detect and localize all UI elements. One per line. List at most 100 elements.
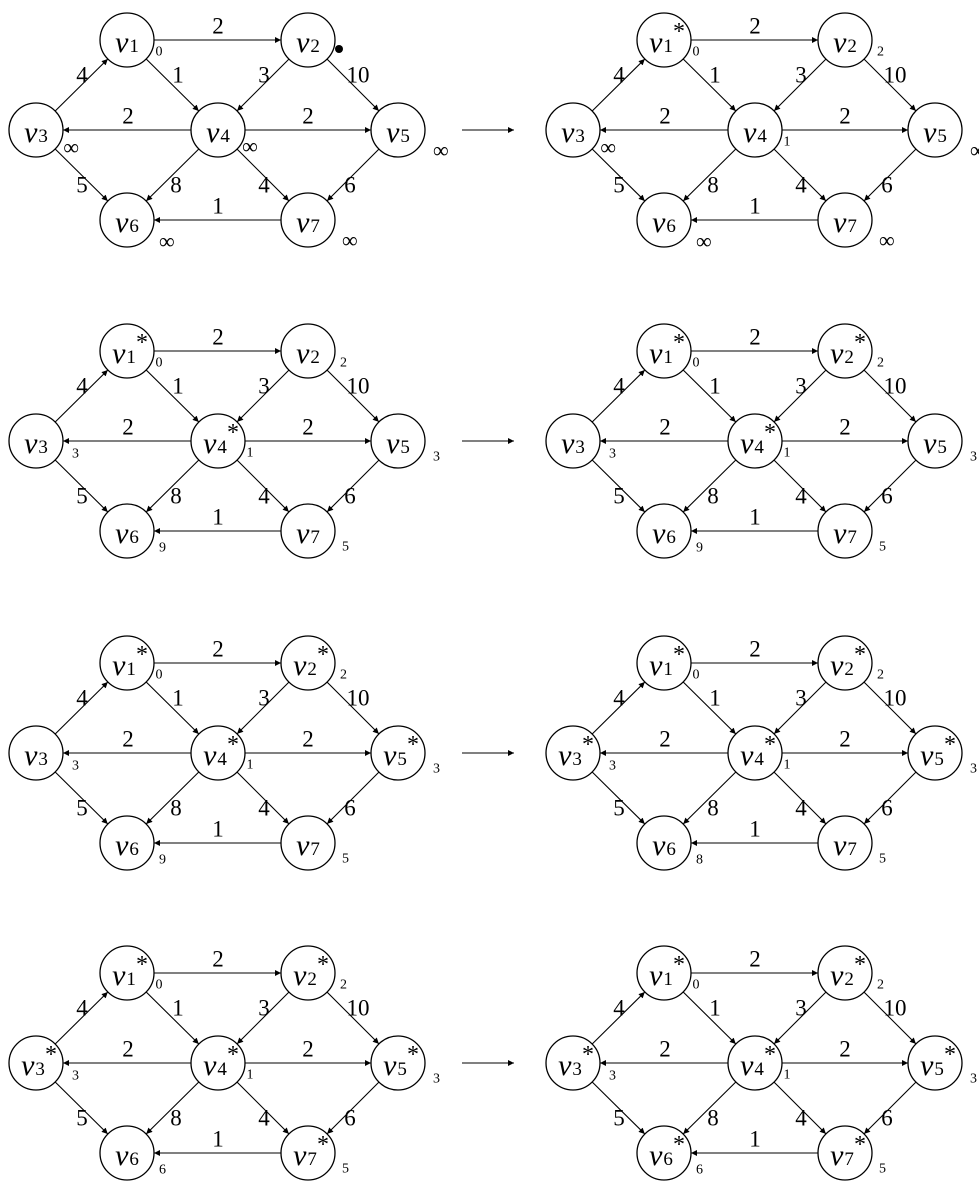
visited-star-marker: * xyxy=(317,1132,329,1158)
node-circle xyxy=(8,1035,64,1091)
edge-weight-v4-v7: 4 xyxy=(258,173,270,198)
distance-label-v2: 2 xyxy=(877,978,884,993)
edge-v1-v4 xyxy=(145,991,200,1045)
edge-weight-v4-v7: 4 xyxy=(795,1106,807,1131)
edge-v1-v4 xyxy=(145,369,200,423)
node-v2: v2 xyxy=(280,12,336,68)
node-circle xyxy=(817,503,873,559)
edge-weight-v4-v6: 8 xyxy=(707,484,719,509)
edge-v4-v6 xyxy=(682,1081,737,1135)
visited-star-marker: * xyxy=(854,642,866,668)
node-v5: v5*3 xyxy=(907,1035,977,1091)
edge-weight-v2-v5: 10 xyxy=(884,374,907,399)
node-label: v3 xyxy=(21,1049,45,1082)
node-v1: v1*0 xyxy=(636,323,700,379)
node-circle xyxy=(99,323,155,379)
edge-weight-v3-v6: 5 xyxy=(613,1106,625,1131)
node-v4: v4*1 xyxy=(190,1035,254,1091)
distance-label-v4: 1 xyxy=(247,1068,254,1083)
node-v5: v5*3 xyxy=(370,725,440,781)
edge-weight-v4-v7: 4 xyxy=(795,173,807,198)
distance-label-v4: 1 xyxy=(247,446,254,461)
distance-label-v5: 3 xyxy=(433,450,440,465)
edge-weight-v2-v4: 3 xyxy=(795,996,807,1021)
node-circle xyxy=(817,323,873,379)
edge-v2-v5 xyxy=(863,991,917,1045)
edge-v5-v7 xyxy=(326,1081,380,1135)
edge-weight-v4-v5: 2 xyxy=(302,104,314,129)
node-v6: v69 xyxy=(99,503,166,559)
edge-v3-v6 xyxy=(54,771,109,825)
edge-weight-v2-v4: 3 xyxy=(258,686,270,711)
edge-weight-v4-v3: 2 xyxy=(659,415,671,440)
edge-v3-v6 xyxy=(591,1081,646,1135)
distance-label-v3: 3 xyxy=(72,1069,79,1084)
node-label: v4 xyxy=(740,1049,764,1082)
edge-weight-v5-v7: 6 xyxy=(344,1106,356,1131)
edge-weight-v7-v6: 1 xyxy=(749,194,761,219)
edge-v2-v4 xyxy=(773,681,827,735)
node-v3: v3∞ xyxy=(545,102,616,160)
node-label: v5 xyxy=(383,739,407,772)
node-v4: v4*1 xyxy=(727,413,791,469)
node-circle xyxy=(727,413,783,469)
edge-weight-v4-v5: 2 xyxy=(302,727,314,752)
edge-v2-v4 xyxy=(773,991,827,1045)
node-circle xyxy=(727,1035,783,1091)
node-circle xyxy=(907,102,963,158)
edge-weight-v1-v2: 2 xyxy=(212,947,224,972)
node-label: v6 xyxy=(115,517,139,550)
visited-star-marker: * xyxy=(317,642,329,668)
edge-v5-v7 xyxy=(863,148,917,202)
visited-star-marker: * xyxy=(407,1042,419,1068)
edge-weight-v5-v7: 6 xyxy=(344,484,356,509)
node-v6: v6∞ xyxy=(99,192,175,254)
node-circle xyxy=(636,1125,692,1181)
edge-weight-v4-v6: 8 xyxy=(170,484,182,509)
distance-label-v6: 6 xyxy=(159,1163,166,1178)
edge-weight-v7-v6: 1 xyxy=(212,1127,224,1152)
distance-label-v6: 9 xyxy=(159,853,166,868)
node-label: v6 xyxy=(115,829,139,862)
node-label: v7 xyxy=(833,829,857,862)
edge-weight-v7-v6: 1 xyxy=(212,505,224,530)
edge-v5-v7 xyxy=(326,459,380,513)
current-node-dot xyxy=(335,45,343,53)
node-v6: v69 xyxy=(636,503,703,559)
edge-weight-v4-v5: 2 xyxy=(839,415,851,440)
visited-star-marker: * xyxy=(582,732,594,758)
node-v1: v1*0 xyxy=(99,945,163,1001)
node-label: v5 xyxy=(386,427,410,460)
edge-v4-v7 xyxy=(773,459,827,513)
edge-weight-v3-v6: 5 xyxy=(613,796,625,821)
edge-weight-v5-v7: 6 xyxy=(881,484,893,509)
edge-v2-v5 xyxy=(326,991,380,1045)
node-label: v6 xyxy=(652,829,676,862)
visited-star-marker: * xyxy=(136,642,148,668)
node-label: v2 xyxy=(293,649,317,682)
edge-weight-v3-v6: 5 xyxy=(76,173,88,198)
edge-v3-v1 xyxy=(591,991,646,1045)
edge-v4-v7 xyxy=(236,459,290,513)
node-label: v7 xyxy=(293,1139,317,1172)
edge-weight-v1-v4: 1 xyxy=(172,374,184,399)
edge-weight-v3-v6: 5 xyxy=(76,1106,88,1131)
node-v1: v1*0 xyxy=(99,323,163,379)
edge-weight-v4-v6: 8 xyxy=(170,173,182,198)
edge-v2-v4 xyxy=(236,369,290,423)
distance-label-v2: 2 xyxy=(340,978,347,993)
edge-weight-v4-v3: 2 xyxy=(659,104,671,129)
visited-star-marker: * xyxy=(854,330,866,356)
node-label: v7 xyxy=(833,206,857,239)
node-circle xyxy=(190,725,246,781)
edge-weight-v1-v2: 2 xyxy=(749,325,761,350)
edge-v4-v6 xyxy=(145,771,200,825)
edge-weight-v3-v1: 4 xyxy=(613,686,625,711)
node-v3: v3*3 xyxy=(545,725,616,781)
edge-v1-v4 xyxy=(145,681,200,735)
node-v1: v1*0 xyxy=(636,945,700,1001)
distance-label-v1: 0 xyxy=(156,978,163,993)
edge-v4-v7 xyxy=(236,771,290,825)
